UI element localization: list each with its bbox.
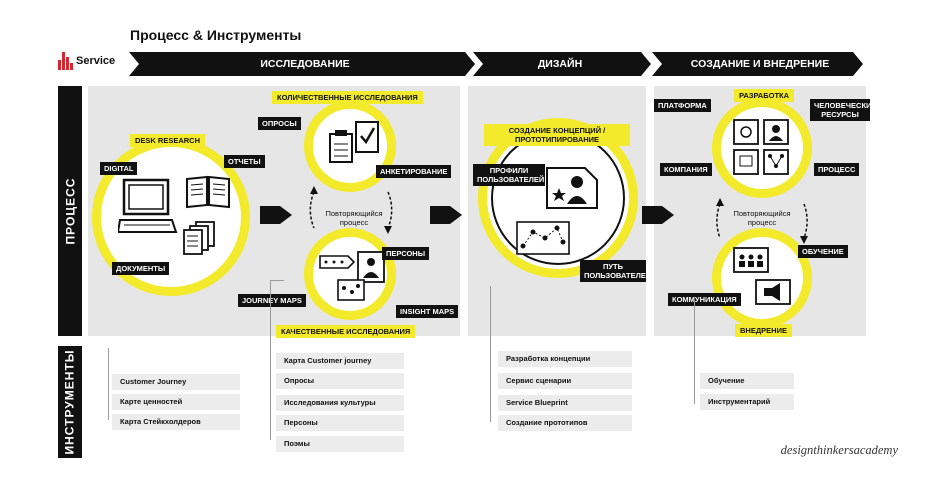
documents-icon: [183, 221, 215, 255]
questionnaire-label: АНКЕТИРОВАНИЕ: [376, 165, 452, 178]
book-icon: [186, 175, 230, 209]
arrow-research-head-icon: [280, 206, 292, 224]
training-label: ОБУЧЕНИЕ: [798, 245, 848, 258]
tool-item: Карта Стейкхолдеров: [112, 414, 240, 430]
impl-repeat-process-text: Повторяющийся процесс: [733, 209, 791, 227]
process-label: ПРОЦЕСС: [814, 163, 860, 176]
user-path-icon: [516, 221, 570, 255]
tool-item: Service Blueprint: [498, 395, 632, 411]
arrow-impl-body: [642, 206, 662, 224]
arrow-design-body: [430, 206, 450, 224]
qual-circle: [304, 228, 396, 320]
quant-research-label: КОЛИЧЕСТВЕННЫЕ ИССЛЕДОВАНИЯ: [272, 91, 423, 104]
qual-research-label: КАЧЕСТВЕННЫЕ ИССЛЕДОВАНИЯ: [276, 325, 416, 338]
tools-research-a-line: [108, 348, 109, 420]
tools-design-line: [490, 286, 491, 422]
row-label-process-text: ПРОЦЕСС: [63, 177, 77, 245]
arrow-impl-head-icon: [662, 206, 674, 224]
tool-item: Разработка концепции: [498, 351, 632, 367]
company-label: КОМПАНИЯ: [660, 163, 712, 176]
rollout-circle: [712, 228, 812, 328]
phase-arrows: [129, 52, 863, 76]
logo-bars-icon: [58, 52, 73, 70]
phase-research: ИССЛЕДОВАНИЕ: [260, 58, 350, 70]
tools-impl-line: [694, 300, 695, 404]
tool-item: Опросы: [276, 373, 404, 389]
repeat-loop: [309, 186, 393, 234]
academy-wordmark: designthinkersacademy: [780, 443, 898, 457]
tools-research-b-line: [270, 280, 271, 440]
user-profiles-label: ПРОФИЛИ ПОЛЬЗОВАТЕЛЕЙ: [473, 164, 545, 186]
tool-item: Сервис сценарии: [498, 373, 632, 389]
logo-text: Service: [76, 55, 116, 67]
row-label-process: ПРОЦЕСС: [58, 86, 82, 336]
phase-implementation: СОЗДАНИЕ И ВНЕДРЕНИЕ: [690, 58, 830, 70]
user-path-label: ПУТЬ ПОЛЬЗОВАТЕЛЕЙ: [580, 260, 651, 282]
tool-item: Исследования культуры: [276, 395, 404, 411]
development-label: РАЗРАБОТКА: [734, 89, 795, 102]
tool-item: Создание прототипов: [498, 415, 632, 431]
reports-label: ОТЧЕТЫ: [224, 155, 265, 168]
row-label-tools: ИНСТРУМЕНТЫ: [58, 346, 82, 458]
org-grid-icon: [733, 119, 789, 175]
arrow-design-head-icon: [450, 206, 462, 224]
row-label-tools-text: ИНСТРУМЕНТЫ: [63, 349, 78, 455]
concept-prototyping-label: СОЗДАНИЕ КОНЦЕПЦИЙ / ПРОТОТИПИРОВАНИЕ: [484, 124, 630, 146]
tools-research-b-connector: [270, 280, 284, 281]
training-communication-icon: [733, 247, 791, 305]
tool-item: Обучение: [700, 373, 794, 389]
tool-item: Персоны: [276, 415, 404, 431]
tool-item: Customer Journey: [112, 374, 240, 390]
tool-item: Карте ценностей: [112, 394, 240, 410]
communication-label: КОММУНИКАЦИЯ: [668, 293, 741, 306]
service-logo: Service: [58, 50, 120, 72]
personas-maps-icon: [319, 251, 385, 301]
survey-checklist-icon: [329, 121, 379, 163]
tool-item: Инструментарий: [700, 394, 794, 410]
page-title: Процесс & Инструменты: [130, 27, 302, 43]
insight-maps-label: INSIGHT MAPS: [396, 305, 459, 318]
development-circle: [712, 98, 812, 198]
surveys-label: ОПРОСЫ: [258, 117, 301, 130]
journey-maps-label: JOURNEY MAPS: [238, 294, 306, 307]
phase-design: ДИЗАЙН: [537, 58, 583, 70]
documents-label: ДОКУМЕНТЫ: [112, 262, 170, 275]
human-resources-label: ЧЕЛОВЕЧЕСКИЕ РЕСУРСЫ: [810, 99, 876, 121]
repeat-process-text: Повторяющийся процесс: [325, 209, 383, 227]
computer-icon: [118, 178, 178, 233]
tool-item: Карта Customer journey: [276, 353, 404, 369]
rollout-label: ВНЕДРЕНИЕ: [735, 324, 792, 337]
impl-repeat-loop: [716, 198, 808, 244]
platform-label: ПЛАТФОРМА: [654, 99, 711, 112]
desk-research-label: DESK RESEARCH: [130, 134, 206, 147]
personas-label: ПЕРСОНЫ: [382, 247, 430, 260]
user-profile-icon: [546, 167, 598, 209]
tool-item: Поэмы: [276, 436, 404, 452]
arrow-research-body: [260, 206, 280, 224]
digital-label: DIGITAL: [100, 162, 138, 175]
